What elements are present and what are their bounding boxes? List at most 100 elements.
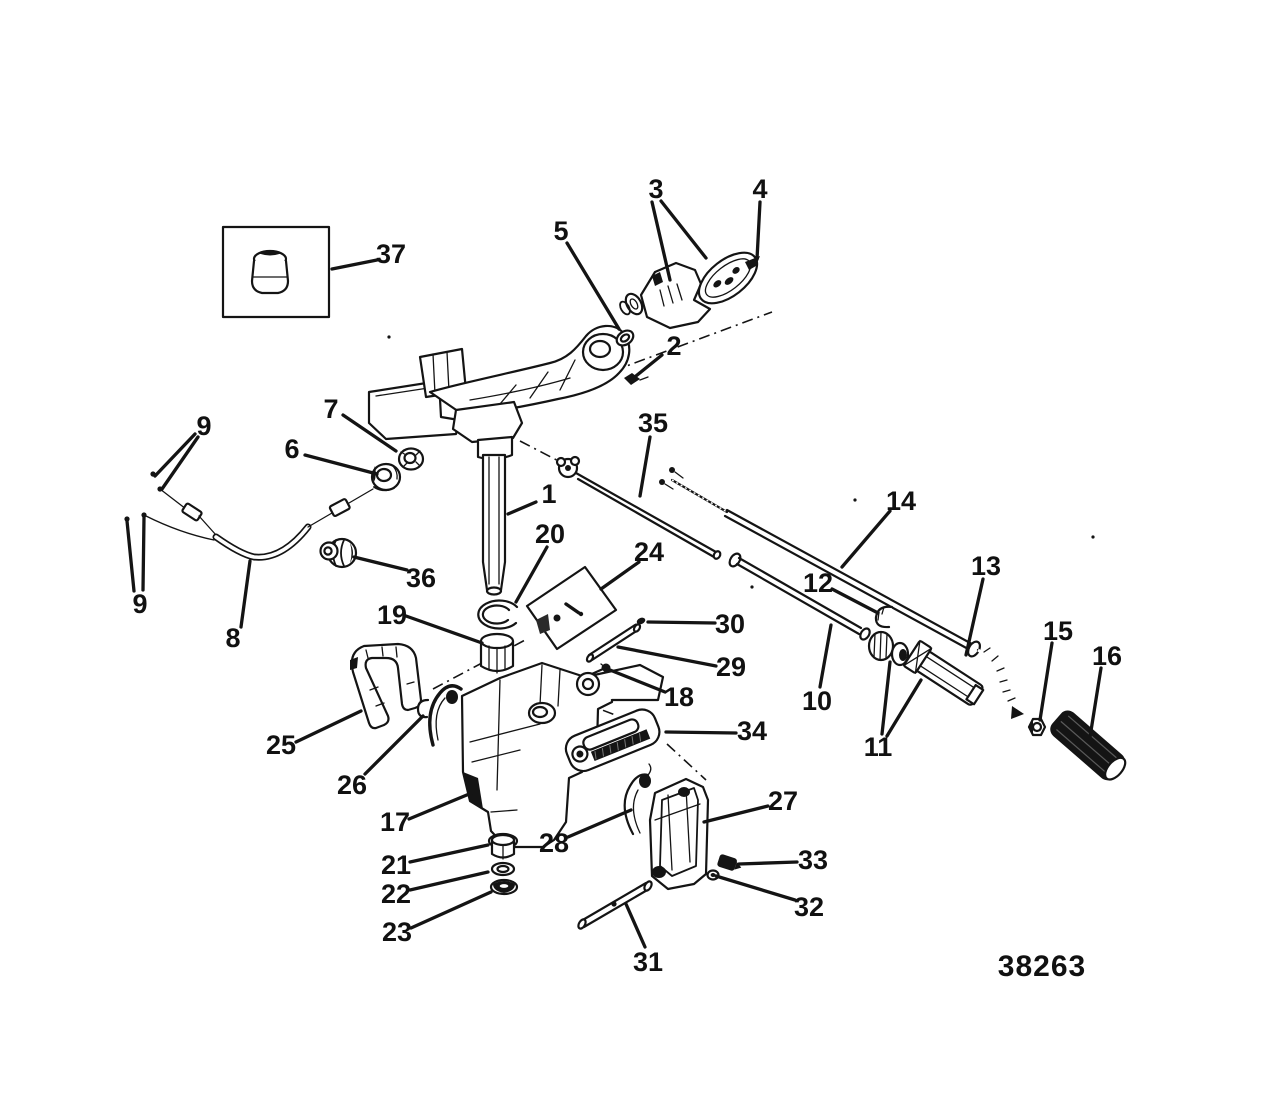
callout-label-18: 18 — [664, 682, 694, 712]
pivot-bushing-19 — [479, 632, 515, 674]
callout-label-14: 14 — [886, 486, 916, 516]
anchor-plate — [564, 708, 661, 773]
callout-label-7: 7 — [323, 394, 338, 424]
steering-shaft — [481, 453, 507, 596]
callout-leader-1 — [506, 500, 538, 516]
callout-label-23: 23 — [382, 917, 412, 947]
callout-label-4: 4 — [752, 174, 767, 204]
callout-leader-3 — [659, 199, 708, 260]
callout-leader-2 — [629, 353, 664, 382]
lock-lever — [623, 763, 652, 836]
callout-leader-24 — [599, 560, 641, 591]
swivel-bracket-top — [367, 324, 631, 461]
seal-kit — [525, 565, 618, 651]
callout-leader-26 — [363, 714, 425, 776]
callout-leader-34 — [664, 730, 738, 735]
callout-label-10: 10 — [802, 686, 832, 716]
callout-leader-29 — [616, 645, 718, 668]
link-rod-35 — [555, 455, 722, 560]
bushing-21 — [490, 833, 516, 860]
callout-label-30: 30 — [715, 609, 745, 639]
stern-bracket — [648, 777, 710, 891]
pivot-rod-31 — [577, 880, 653, 930]
clip-12 — [874, 605, 894, 629]
nut-15 — [1027, 717, 1047, 737]
callout-label-1: 1 — [541, 479, 556, 509]
callout-label-8: 8 — [225, 623, 240, 653]
callout-label-27: 27 — [768, 786, 798, 816]
callout-label-35: 35 — [638, 408, 668, 438]
callout-label-6: 6 — [284, 434, 299, 464]
inset-box-plug — [221, 225, 331, 319]
bolt-33 — [717, 854, 742, 871]
callout-leader-16 — [1088, 666, 1103, 739]
callout-leader-11 — [885, 678, 923, 738]
tiller-washer — [615, 329, 635, 347]
callout-label-22: 22 — [381, 879, 411, 909]
steering-cable — [124, 471, 374, 561]
callout-leader-20 — [514, 545, 549, 604]
callout-leader-13 — [964, 577, 985, 657]
washer-23 — [489, 878, 519, 896]
callout-leader-31 — [624, 902, 647, 949]
callout-leader-28 — [566, 808, 633, 839]
cover-half-left — [619, 261, 712, 330]
retaining-ring — [477, 599, 519, 630]
callout-leader-9 — [141, 515, 146, 592]
callout-label-12: 12 — [803, 568, 833, 598]
callout-leader-35 — [638, 435, 652, 498]
callout-label-9: 9 — [196, 411, 211, 441]
callout-leader-9 — [160, 435, 200, 491]
cable-grommet — [319, 537, 358, 569]
swivel-pin-13 — [902, 639, 1024, 719]
callout-label-9: 9 — [132, 589, 147, 619]
callout-label-33: 33 — [798, 845, 828, 875]
callout-leader-11 — [880, 660, 892, 736]
callout-label-37: 37 — [376, 239, 406, 269]
callout-leader-21 — [408, 843, 490, 864]
callout-leader-37 — [330, 258, 379, 271]
swivel-housing — [460, 661, 665, 850]
callout-leader-15 — [1038, 641, 1054, 722]
print-specks — [387, 335, 1095, 589]
callout-leader-33 — [737, 860, 799, 866]
tiller-grip — [1050, 710, 1127, 781]
callout-leader-25 — [294, 709, 363, 744]
callout-leader-30 — [646, 620, 717, 625]
callout-leader-17 — [407, 790, 476, 821]
callout-label-20: 20 — [535, 519, 565, 549]
callout-leader-5 — [565, 241, 621, 331]
callout-leader-14 — [840, 509, 892, 569]
callout-label-15: 15 — [1043, 616, 1073, 646]
callout-label-19: 19 — [377, 600, 407, 630]
cover-half-right — [697, 251, 759, 305]
callout-label-3: 3 — [648, 174, 663, 204]
callout-label-13: 13 — [971, 551, 1001, 581]
callout-leader-10 — [818, 623, 833, 689]
callout-label-25: 25 — [266, 730, 296, 760]
callout-label-29: 29 — [716, 652, 746, 682]
figure-number-text: 38263 — [998, 950, 1086, 983]
callout-leader-18 — [608, 668, 667, 694]
latch-spring — [428, 684, 463, 747]
callout-label-36: 36 — [406, 563, 436, 593]
callout-label-11: 11 — [864, 732, 893, 762]
callout-label-16: 16 — [1092, 641, 1122, 671]
callout-leader-36 — [352, 555, 409, 572]
callout-label-2: 2 — [666, 331, 681, 361]
steering-locknut-7 — [397, 447, 425, 471]
rod-29 — [585, 623, 642, 663]
callout-leader-22 — [408, 870, 490, 892]
callout-label-28: 28 — [539, 828, 569, 858]
callout-leader-9 — [125, 519, 136, 593]
callout-label-21: 21 — [381, 850, 411, 880]
callout-label-34: 34 — [737, 716, 767, 746]
threaded-link-and-rod-14 — [659, 467, 981, 658]
callout-label-24: 24 — [634, 537, 664, 567]
callout-leader-4 — [755, 200, 762, 261]
callout-leader-19 — [404, 614, 484, 645]
callout-label-32: 32 — [794, 892, 824, 922]
